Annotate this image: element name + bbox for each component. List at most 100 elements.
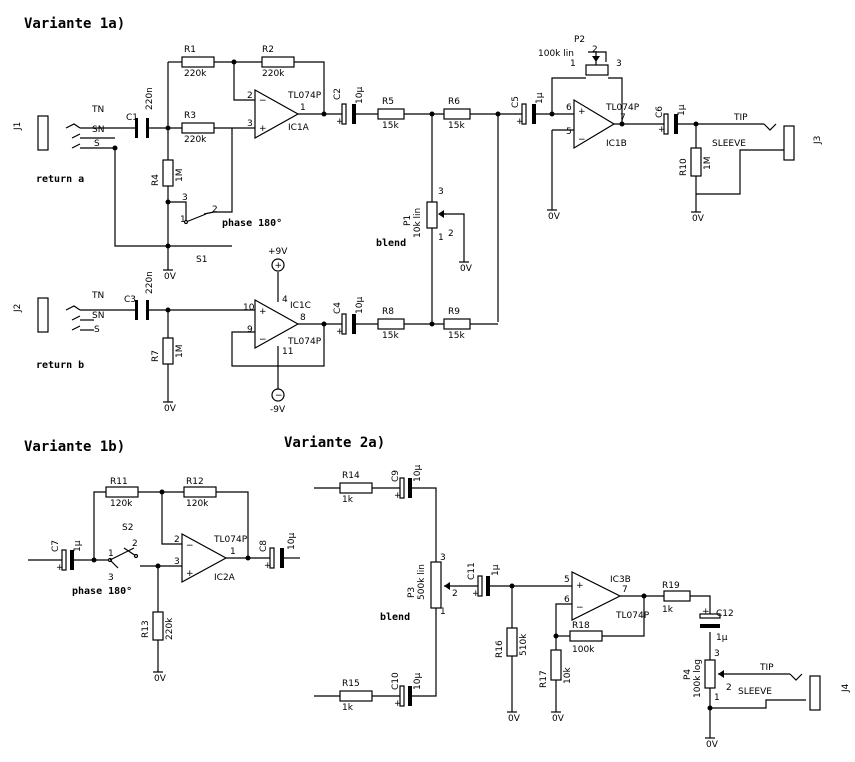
- svg-text:220n: 220n: [145, 87, 155, 110]
- svg-text:+: +: [56, 563, 64, 573]
- opamp-ic3b: +− 5 6 7 IC3B TL074P: [564, 571, 650, 621]
- svg-text:510k: 510k: [519, 633, 529, 656]
- svg-text:120k: 120k: [110, 499, 133, 509]
- resistor-r1: R1 220k: [181, 45, 215, 79]
- svg-text:+: +: [516, 117, 524, 127]
- opamp-ic1c: +− 10 9 8 4 11 IC1C TL074P: [243, 295, 322, 357]
- supply-minus-9v: − -9V: [270, 388, 286, 415]
- svg-text:−: −: [186, 541, 194, 551]
- svg-text:R12: R12: [186, 477, 204, 487]
- jack-j4: TIP SLEEVE J4: [738, 663, 851, 711]
- capacitor-c3: C3 220n: [124, 271, 155, 320]
- opamp-ic1b: +− 6 5 7 TL074P IC1B: [566, 98, 640, 150]
- svg-text:TIP: TIP: [733, 113, 748, 123]
- svg-text:1: 1: [180, 215, 186, 225]
- svg-text:11: 11: [282, 347, 293, 357]
- jack-j1: J1 TN SN S: [13, 105, 104, 151]
- svg-text:220k: 220k: [184, 135, 207, 145]
- svg-text:R16: R16: [495, 640, 505, 658]
- capacitor-c1: C1 220n: [126, 87, 155, 138]
- svg-text:5: 5: [566, 127, 572, 137]
- svg-text:C3: C3: [124, 295, 136, 305]
- svg-text:2: 2: [452, 589, 458, 599]
- svg-text:TN: TN: [91, 105, 104, 115]
- svg-text:7: 7: [622, 585, 628, 595]
- resistor-r17: R17 10k: [539, 649, 573, 688]
- svg-text:7: 7: [620, 113, 626, 123]
- svg-text:TL074P: TL074P: [615, 611, 650, 621]
- resistor-r10: R10 1M: [679, 147, 713, 177]
- svg-text:6: 6: [566, 103, 572, 113]
- svg-text:P2: P2: [574, 35, 585, 45]
- resistor-r7: R7 1M: [151, 337, 185, 365]
- svg-text:−: −: [576, 603, 584, 613]
- svg-text:C9: C9: [391, 470, 401, 482]
- resistor-r3: R3 220k: [181, 111, 215, 145]
- svg-text:TL074P: TL074P: [287, 91, 322, 101]
- svg-text:220n: 220n: [145, 271, 155, 294]
- svg-text:R5: R5: [382, 97, 394, 107]
- svg-text:3: 3: [714, 649, 720, 659]
- label-return-b: return b: [36, 360, 84, 371]
- svg-text:IC2A: IC2A: [214, 573, 236, 583]
- svg-text:SN: SN: [92, 125, 104, 135]
- potentiometer-p3: P3 500k lin 3 2 1 blend: [380, 553, 458, 623]
- svg-text:−: −: [275, 391, 283, 401]
- resistor-r16: R16 510k: [495, 627, 529, 658]
- resistor-r4: R4 1M: [151, 159, 185, 187]
- svg-text:J4: J4: [841, 683, 851, 693]
- svg-text:R8: R8: [382, 307, 394, 317]
- heading-variante-1b: Variante 1b): [24, 439, 125, 455]
- svg-text:2: 2: [247, 91, 253, 101]
- label-return-a: return a: [36, 174, 84, 185]
- svg-text:15k: 15k: [382, 331, 399, 341]
- svg-text:+: +: [394, 491, 402, 501]
- svg-text:1: 1: [438, 233, 444, 243]
- svg-text:S: S: [94, 325, 100, 335]
- svg-text:−: −: [578, 135, 586, 145]
- svg-text:R1: R1: [184, 45, 196, 55]
- svg-text:0V: 0V: [460, 264, 473, 274]
- svg-text:220k: 220k: [184, 69, 207, 79]
- wires-variante-1a: [80, 51, 790, 402]
- svg-text:1: 1: [230, 547, 236, 557]
- svg-text:1: 1: [440, 607, 446, 617]
- capacitor-c2: + C2 10µ: [333, 87, 365, 127]
- svg-text:120k: 120k: [186, 499, 209, 509]
- switch-s2: 1 2 3 S2 phase 180°: [72, 523, 139, 597]
- resistor-r14: R14 1k: [339, 471, 373, 505]
- svg-text:C5: C5: [511, 96, 521, 108]
- svg-text:R9: R9: [448, 307, 460, 317]
- svg-text:0V: 0V: [154, 674, 167, 684]
- potentiometer-p4: P4 100k log 3 2 1: [683, 649, 732, 703]
- label-blend-1: blend: [376, 238, 406, 249]
- svg-text:10µ: 10µ: [413, 673, 423, 690]
- heading-variante-2a: Variante 2a): [284, 435, 385, 451]
- svg-text:SLEEVE: SLEEVE: [738, 687, 772, 697]
- svg-text:1: 1: [108, 549, 114, 559]
- resistor-r18: R18 100k: [569, 621, 603, 655]
- capacitor-c9: + C9 10µ: [391, 465, 423, 501]
- capacitor-c6: + C6 1µ: [655, 104, 687, 135]
- svg-text:TL074P: TL074P: [287, 337, 322, 347]
- svg-text:+: +: [578, 107, 586, 117]
- svg-text:0V: 0V: [548, 212, 561, 222]
- svg-text:C8: C8: [259, 540, 269, 552]
- jack-j2: J2 TN SN S: [13, 291, 104, 335]
- svg-text:3: 3: [174, 557, 180, 567]
- svg-text:10: 10: [243, 303, 255, 313]
- svg-text:1µ: 1µ: [716, 633, 728, 643]
- ground-symbols-2a: 0V 0V 0V: [507, 711, 719, 750]
- svg-text:1: 1: [570, 59, 576, 69]
- svg-text:3: 3: [438, 187, 444, 197]
- svg-text:1k: 1k: [342, 495, 354, 505]
- capacitor-c8: + C8 10µ: [259, 533, 297, 571]
- svg-text:R11: R11: [110, 477, 128, 487]
- svg-text:0V: 0V: [552, 714, 565, 724]
- svg-text:R10: R10: [679, 158, 689, 176]
- svg-text:+: +: [394, 699, 402, 709]
- svg-text:+: +: [275, 261, 283, 271]
- label-phase-s2: phase 180°: [72, 586, 132, 597]
- svg-text:1k: 1k: [662, 605, 674, 615]
